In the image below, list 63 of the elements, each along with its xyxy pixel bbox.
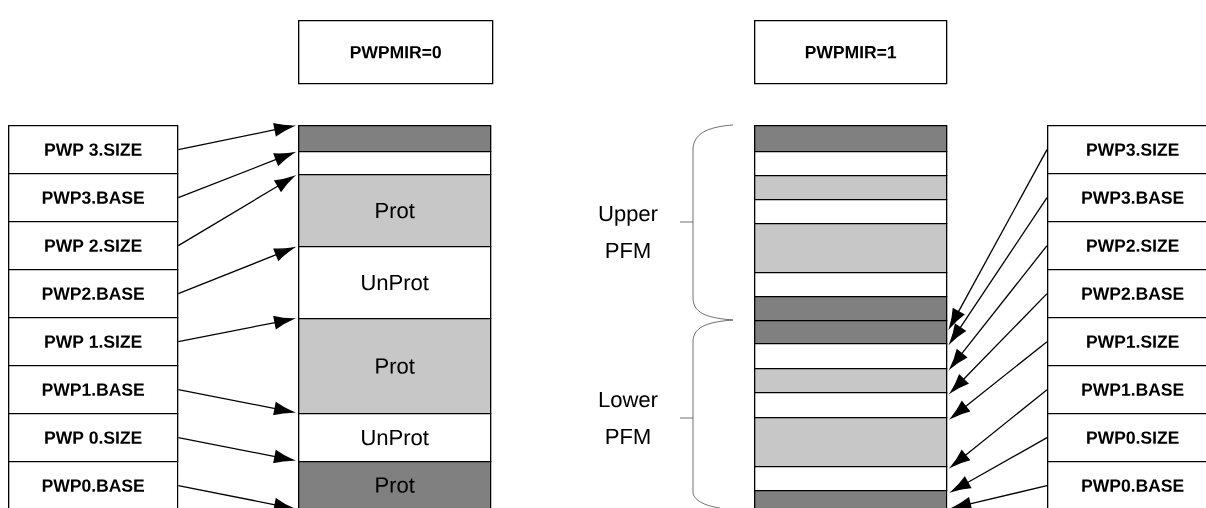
memory-segment [754,223,948,274]
register-box: PWP 2.SIZE [8,221,179,271]
register-box: PWP1.SIZE [1047,317,1206,367]
register-box: PWP2.SIZE [1047,221,1206,271]
memory-segment: UnProt [298,246,492,320]
node-label: PWP0.SIZE [1087,431,1179,444]
register-box: PWP1.BASE [8,365,179,415]
memory-segment [754,417,948,468]
register-box: PWP 1.SIZE [8,317,179,367]
brace-label: Lower PFM [599,391,658,445]
register-box: PWP 3.SIZE [8,125,179,175]
memory-segment [754,272,948,298]
memory-segment [298,151,492,176]
arrow [950,341,1048,419]
register-box: PWP3.SIZE [1047,125,1206,175]
memory-segment [754,320,948,345]
register-box: PWP 0.SIZE [8,413,179,463]
register-box: PWP1.BASE [1047,365,1206,415]
arrow [949,245,1048,369]
memory-segment: Prot [298,174,492,248]
arrow [177,389,294,415]
arrow [177,176,295,247]
arrow [950,389,1048,468]
memory-segment [754,296,948,322]
memory-segment [754,490,948,508]
arrow [949,149,1048,329]
arrow [951,437,1048,493]
mode-box: PWPMIR=1 [754,20,948,85]
arrow [177,316,294,343]
memory-segment [754,343,948,370]
mode-box: PWPMIR=0 [298,20,494,85]
register-box: PWP2.BASE [1047,269,1206,319]
arrow [949,197,1048,344]
register-box: PWP2.BASE [8,269,179,319]
register-box: PWP0.BASE [8,461,179,508]
register-box: PWP3.BASE [8,173,179,223]
node-label: PWP2.BASE [1082,287,1184,300]
register-box: PWP3.BASE [1047,173,1206,223]
memory-segment [754,125,948,153]
memory-segment [754,199,948,225]
register-box: PWP0.BASE [1047,461,1206,508]
memory-segment [298,125,492,153]
memory-segment: Prot [298,461,492,508]
arrow [951,485,1048,508]
node-label: PWP2.SIZE [1087,239,1179,252]
memory-segment [754,466,948,492]
memory-segment [754,151,948,177]
arrow [950,293,1048,393]
arrow [177,123,294,151]
node-label: PWP1.SIZE [1087,335,1179,348]
arrow [177,152,294,199]
memory-segment: UnProt [298,413,492,463]
memory-segment [754,175,948,201]
brace-label: Upper PFM [599,205,658,259]
memory-segment [754,368,948,394]
arrow [177,437,294,463]
memory-segment [754,392,948,419]
arrow [177,485,294,508]
node-label: PWP3.BASE [1082,191,1184,204]
node-label: PWP1.BASE [1082,383,1184,396]
memory-segment: Prot [298,318,492,415]
arrow [177,247,294,295]
register-box: PWP0.SIZE [1047,413,1206,463]
